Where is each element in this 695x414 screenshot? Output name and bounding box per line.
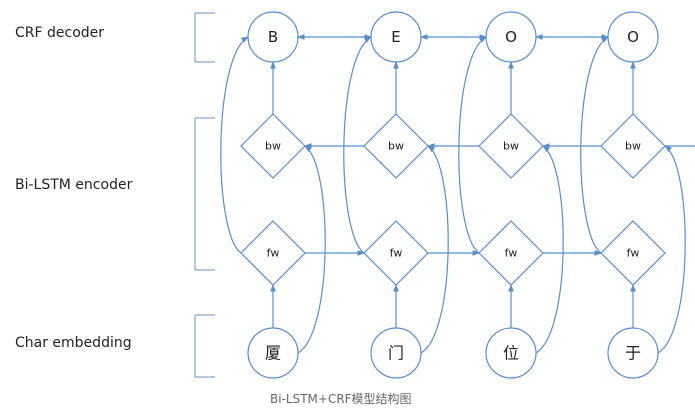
tag-label: E — [391, 28, 400, 46]
forward-label: fw — [390, 247, 403, 260]
char-label: 位 — [503, 344, 519, 363]
bilstm-encoder-label: Bi-LSTM encoder — [15, 177, 133, 193]
backward-lstm-node — [600, 113, 666, 179]
char-label: 厦 — [265, 344, 281, 363]
char-node — [247, 327, 299, 379]
backward-lstm-node — [363, 113, 429, 179]
tag-label: O — [505, 28, 517, 46]
forward-lstm-node — [478, 220, 544, 286]
char-label: 于 — [625, 344, 641, 363]
char-to-bw-curve — [297, 145, 326, 354]
backward-label: bw — [503, 140, 519, 153]
figure-caption: Bi-LSTM+CRF模型结构图 — [270, 392, 412, 406]
layer-bracket — [194, 314, 215, 378]
char-label: 门 — [388, 344, 404, 363]
forward-label: fw — [505, 247, 518, 260]
forward-lstm-node — [600, 220, 666, 286]
tag-label: B — [268, 28, 278, 46]
fw-to-tag-curve — [580, 36, 609, 254]
fw-to-tag-curve — [458, 36, 487, 254]
layer-bracket — [194, 117, 215, 271]
char-node — [607, 327, 659, 379]
char-to-bw-curve — [657, 145, 686, 354]
layer-bracket — [194, 12, 215, 63]
backward-label: bw — [388, 140, 404, 153]
forward-label: fw — [627, 247, 640, 260]
char-embedding-label: Char embedding — [15, 335, 132, 351]
backward-label: bw — [265, 140, 281, 153]
char-to-bw-curve — [420, 145, 449, 354]
backward-label: bw — [625, 140, 641, 153]
forward-label: fw — [267, 247, 280, 260]
forward-lstm-node — [240, 220, 306, 286]
char-node — [485, 327, 537, 379]
forward-lstm-node — [363, 220, 429, 286]
char-node — [370, 327, 422, 379]
tag-label: O — [627, 28, 639, 46]
fw-to-tag-curve — [343, 36, 372, 254]
backward-lstm-node — [478, 113, 544, 179]
backward-lstm-node — [240, 113, 306, 179]
crf-decoder-label: CRF decoder — [15, 25, 105, 41]
char-to-bw-curve — [535, 145, 564, 354]
fw-to-tag-curve — [220, 36, 249, 254]
